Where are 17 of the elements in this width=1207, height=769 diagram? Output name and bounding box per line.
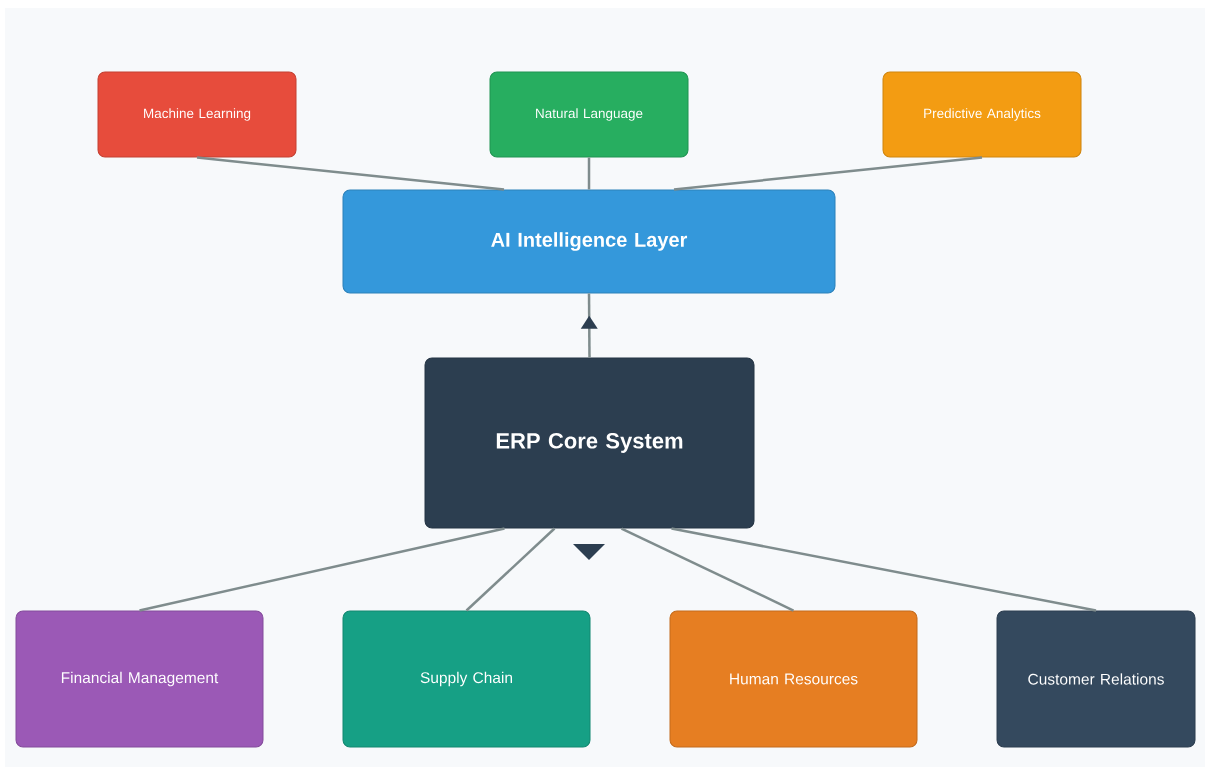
module-box: Predictive Analytics [882,71,1082,158]
connector-line [673,156,983,191]
connector-line [465,527,556,612]
connector-line [671,527,1097,612]
core-box: ERP Core System [424,357,755,529]
connector-line [196,156,505,191]
module-box: Human Resources [669,610,918,748]
connector-line [580,293,598,358]
connector-line [587,157,591,190]
connector-line [139,527,505,612]
module-box: Machine Learning [97,71,297,158]
layer-box: AI Intelligence Layer [342,189,836,294]
connector-line [620,527,795,612]
module-box: Customer Relations [996,610,1196,748]
module-box: Supply Chain [342,610,591,748]
module-box: Financial Management [15,610,264,748]
module-box: Natural Language [489,71,689,158]
